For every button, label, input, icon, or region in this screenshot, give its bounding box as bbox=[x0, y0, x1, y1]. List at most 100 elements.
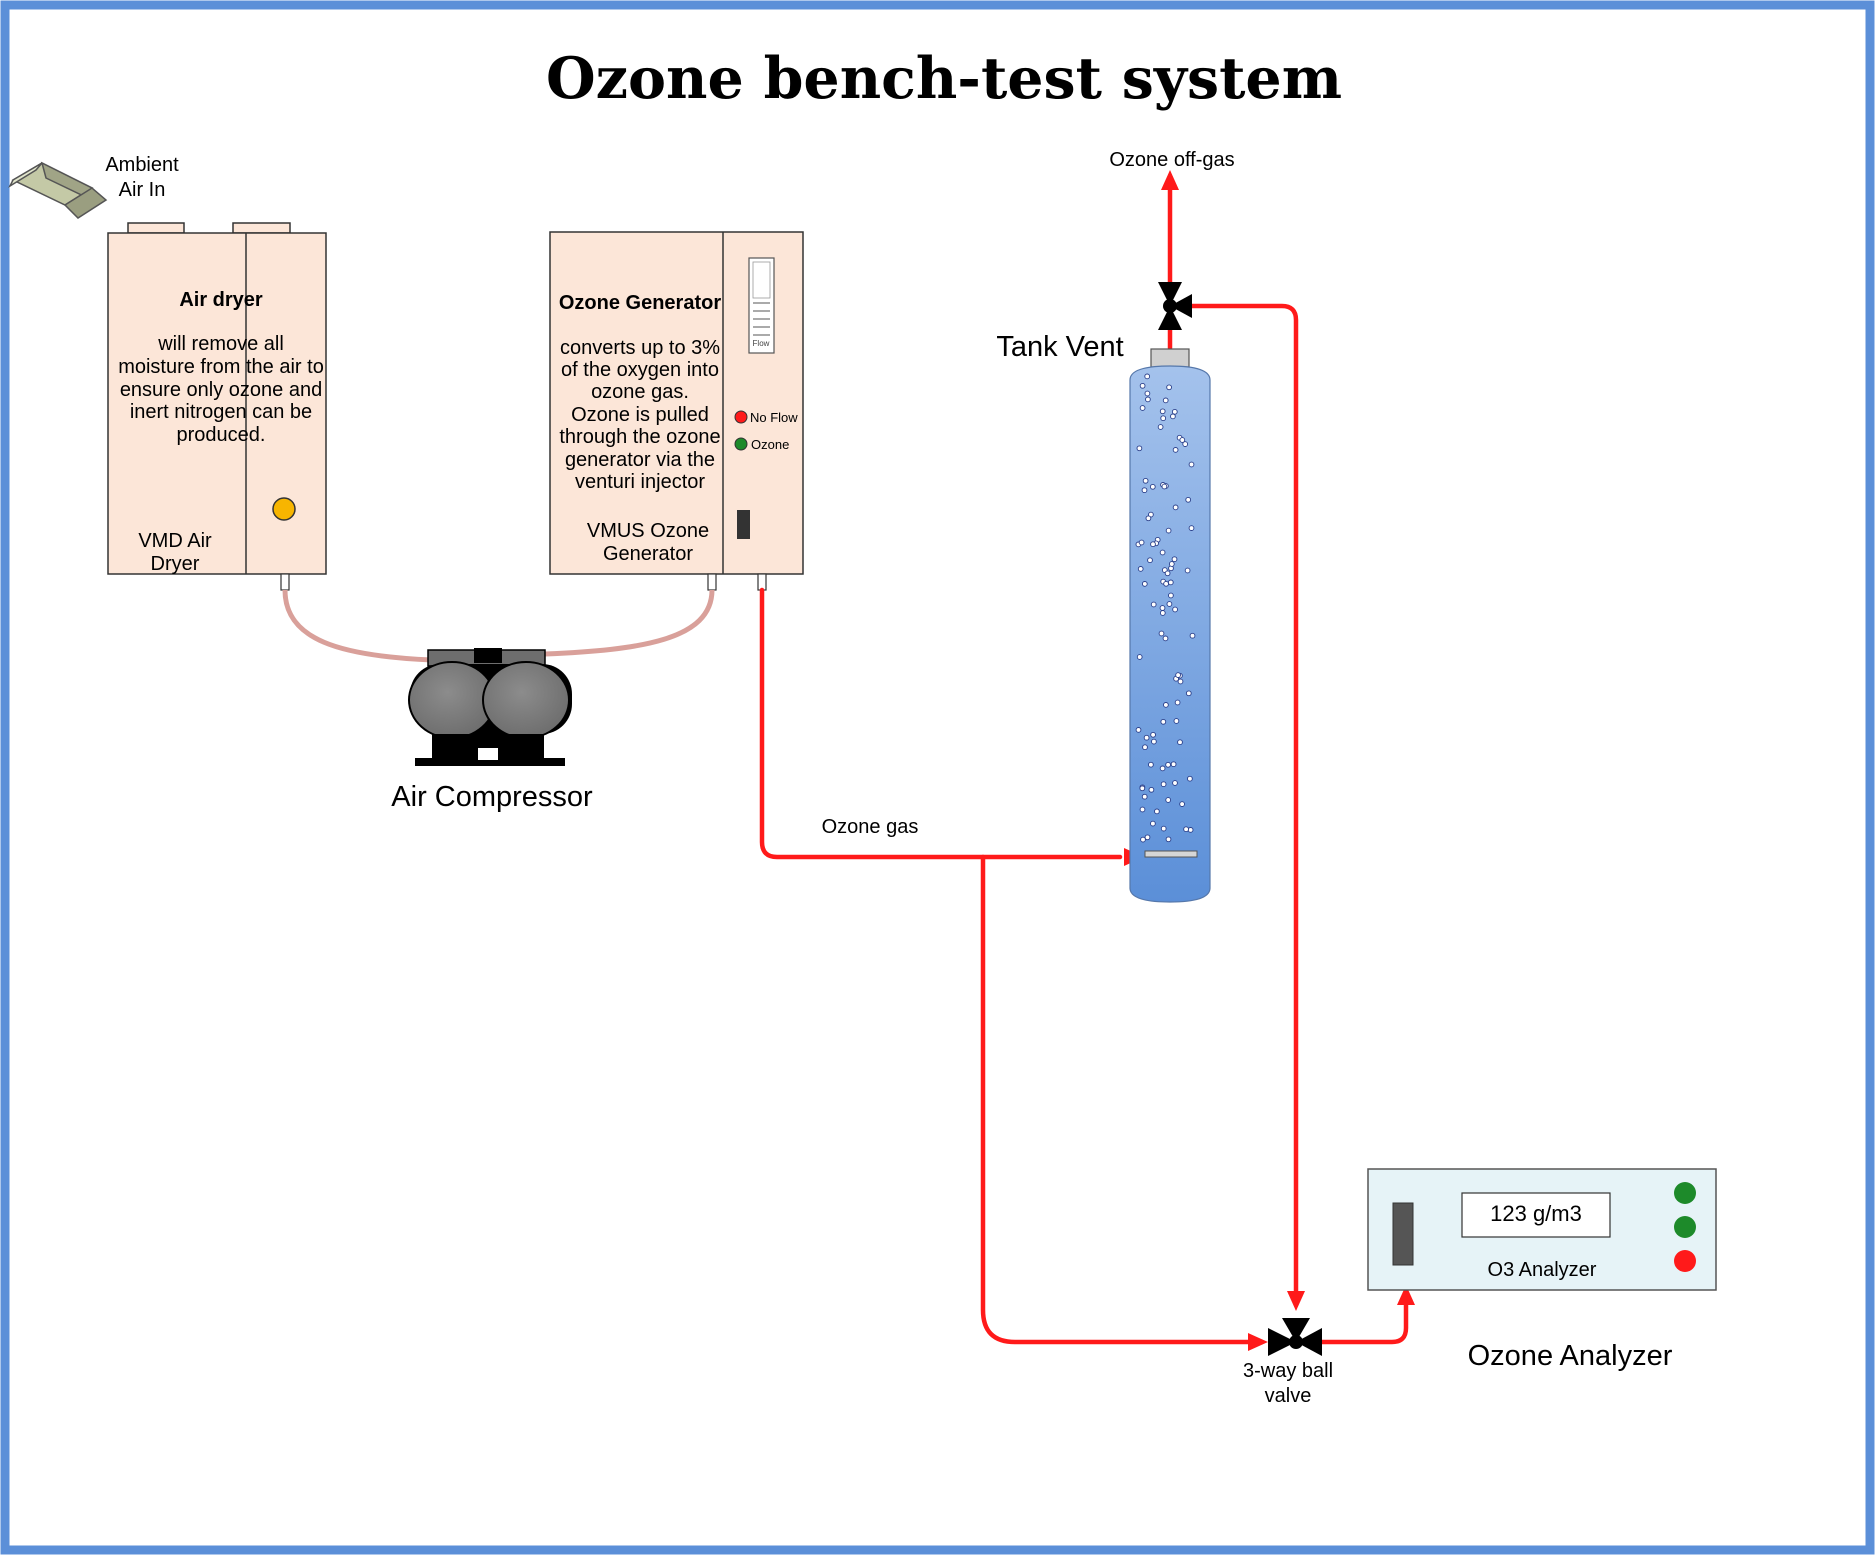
ozone-tank bbox=[1129, 348, 1211, 903]
bubble bbox=[1139, 806, 1146, 813]
bubble bbox=[1158, 630, 1165, 637]
bubble bbox=[1172, 447, 1179, 453]
bubble bbox=[1184, 567, 1191, 574]
bubble bbox=[1165, 761, 1171, 768]
ball-valve-label-line2: valve bbox=[1265, 1385, 1312, 1407]
bubble bbox=[1185, 690, 1192, 697]
bubble bbox=[1139, 382, 1146, 389]
air-dryer-desc-line: inert nitrogen can be bbox=[130, 401, 312, 423]
bubble bbox=[1172, 780, 1178, 786]
air-dryer-heading: Air dryer bbox=[179, 289, 263, 311]
off-gas-arrowhead bbox=[1161, 170, 1179, 190]
bubble bbox=[1166, 601, 1173, 607]
bubble bbox=[1159, 605, 1166, 611]
bubble bbox=[1159, 765, 1166, 772]
air-dryer-desc-line: ensure only ozone and bbox=[120, 379, 322, 401]
off-gas-label: Ozone off-gas bbox=[1109, 149, 1234, 171]
bubble bbox=[1159, 610, 1166, 616]
generator-outlet-port bbox=[757, 573, 767, 591]
dryer-indicator-light bbox=[272, 497, 296, 521]
bubble bbox=[1136, 654, 1143, 660]
ozone-gas-label: Ozone gas bbox=[822, 816, 919, 838]
no-flow-label: No Flow bbox=[750, 410, 798, 425]
bubble bbox=[1188, 461, 1195, 468]
bubble bbox=[1138, 539, 1145, 546]
compressor-to-generator-hose bbox=[544, 589, 715, 657]
valve-top-arrowhead bbox=[1287, 1291, 1305, 1311]
bypass-to-valve-line bbox=[980, 854, 1265, 1345]
ball-valve-label-line1: 3-way ball bbox=[1243, 1360, 1333, 1382]
bubble bbox=[1173, 718, 1180, 724]
generator-inlet-port bbox=[707, 573, 717, 591]
ozone-generator-desc-line: through the ozone bbox=[559, 426, 720, 448]
ozone-generator-heading: Ozone Generator bbox=[559, 292, 721, 314]
bubble bbox=[1151, 738, 1157, 745]
three-way-ball-valve-icon[interactable] bbox=[1268, 1318, 1322, 1356]
bubble bbox=[1187, 827, 1194, 833]
air-dryer-desc-line: produced. bbox=[177, 424, 266, 446]
bubble bbox=[1154, 808, 1160, 815]
air-dryer-desc-line: will remove all bbox=[157, 333, 284, 355]
tank-bubbles bbox=[1135, 373, 1196, 843]
bubble bbox=[1187, 775, 1193, 782]
bubble bbox=[1143, 734, 1150, 741]
air-compressor-label: Air Compressor bbox=[391, 781, 593, 813]
bubble bbox=[1162, 397, 1169, 404]
generator-power-switch[interactable] bbox=[737, 510, 750, 539]
ozone-generator-unit bbox=[549, 231, 804, 591]
bubble bbox=[1150, 601, 1157, 608]
bubble bbox=[1179, 437, 1186, 443]
bubble bbox=[1179, 801, 1185, 807]
bubble bbox=[1137, 566, 1144, 572]
vent-return-line bbox=[1187, 303, 1299, 1308]
ozone-generator-desc-line: generator via the bbox=[565, 449, 715, 471]
bubble bbox=[1150, 820, 1156, 827]
bubble bbox=[1166, 384, 1172, 391]
valve-inlet-arrowhead bbox=[1248, 1333, 1268, 1351]
bubble bbox=[1150, 541, 1156, 548]
analyzer-power-switch[interactable] bbox=[1392, 1202, 1414, 1266]
bubble bbox=[1159, 549, 1166, 556]
bubble bbox=[1167, 579, 1174, 586]
ozone-analyzer-unit bbox=[1367, 1168, 1717, 1291]
bubble bbox=[1163, 580, 1169, 587]
bubble bbox=[1145, 515, 1152, 522]
ambient-air-label-line1: Ambient bbox=[105, 154, 179, 176]
diagram-title: Ozone bench-test system bbox=[546, 45, 1342, 112]
bubble bbox=[1165, 836, 1172, 843]
bubble bbox=[1139, 405, 1146, 411]
bubble bbox=[1140, 836, 1146, 843]
bubble bbox=[1164, 570, 1171, 577]
bubble bbox=[1162, 635, 1169, 642]
bubble bbox=[1175, 672, 1181, 678]
ozone-generator-desc-line: of the oxygen into bbox=[561, 359, 719, 381]
analyzer-name: O3 Analyzer bbox=[1488, 1259, 1597, 1281]
ozone-generator-desc-line: converts up to 3% bbox=[560, 337, 720, 359]
bubble bbox=[1135, 727, 1142, 733]
bubble bbox=[1183, 826, 1189, 833]
ozone-gas-line bbox=[759, 587, 1123, 860]
ozone-led-icon bbox=[734, 437, 748, 451]
bubble bbox=[1159, 408, 1166, 415]
bubble bbox=[1170, 413, 1176, 420]
bubble bbox=[1144, 834, 1151, 841]
bubble bbox=[1160, 825, 1167, 832]
ozone-generator-desc-line: ozone gas. bbox=[591, 381, 689, 403]
bubble bbox=[1160, 781, 1167, 788]
ambient-air-label-line2: Air In bbox=[119, 179, 166, 201]
ozone-generator-desc-line: Ozone is pulled bbox=[571, 404, 709, 426]
bubble bbox=[1136, 445, 1143, 452]
bubble bbox=[1141, 487, 1148, 494]
bubble bbox=[1160, 415, 1167, 422]
flowmeter-label: Flow bbox=[753, 339, 770, 348]
bubble bbox=[1189, 632, 1196, 639]
bubble bbox=[1170, 761, 1177, 768]
tank-vent-valve-icon[interactable] bbox=[1158, 282, 1192, 330]
bubble bbox=[1139, 785, 1146, 792]
bubble bbox=[1142, 744, 1148, 751]
ozone-analyzer-label: Ozone Analyzer bbox=[1468, 1340, 1673, 1372]
dryer-to-compressor-hose bbox=[282, 589, 433, 663]
air-dryer-model-line2: Dryer bbox=[151, 553, 200, 575]
